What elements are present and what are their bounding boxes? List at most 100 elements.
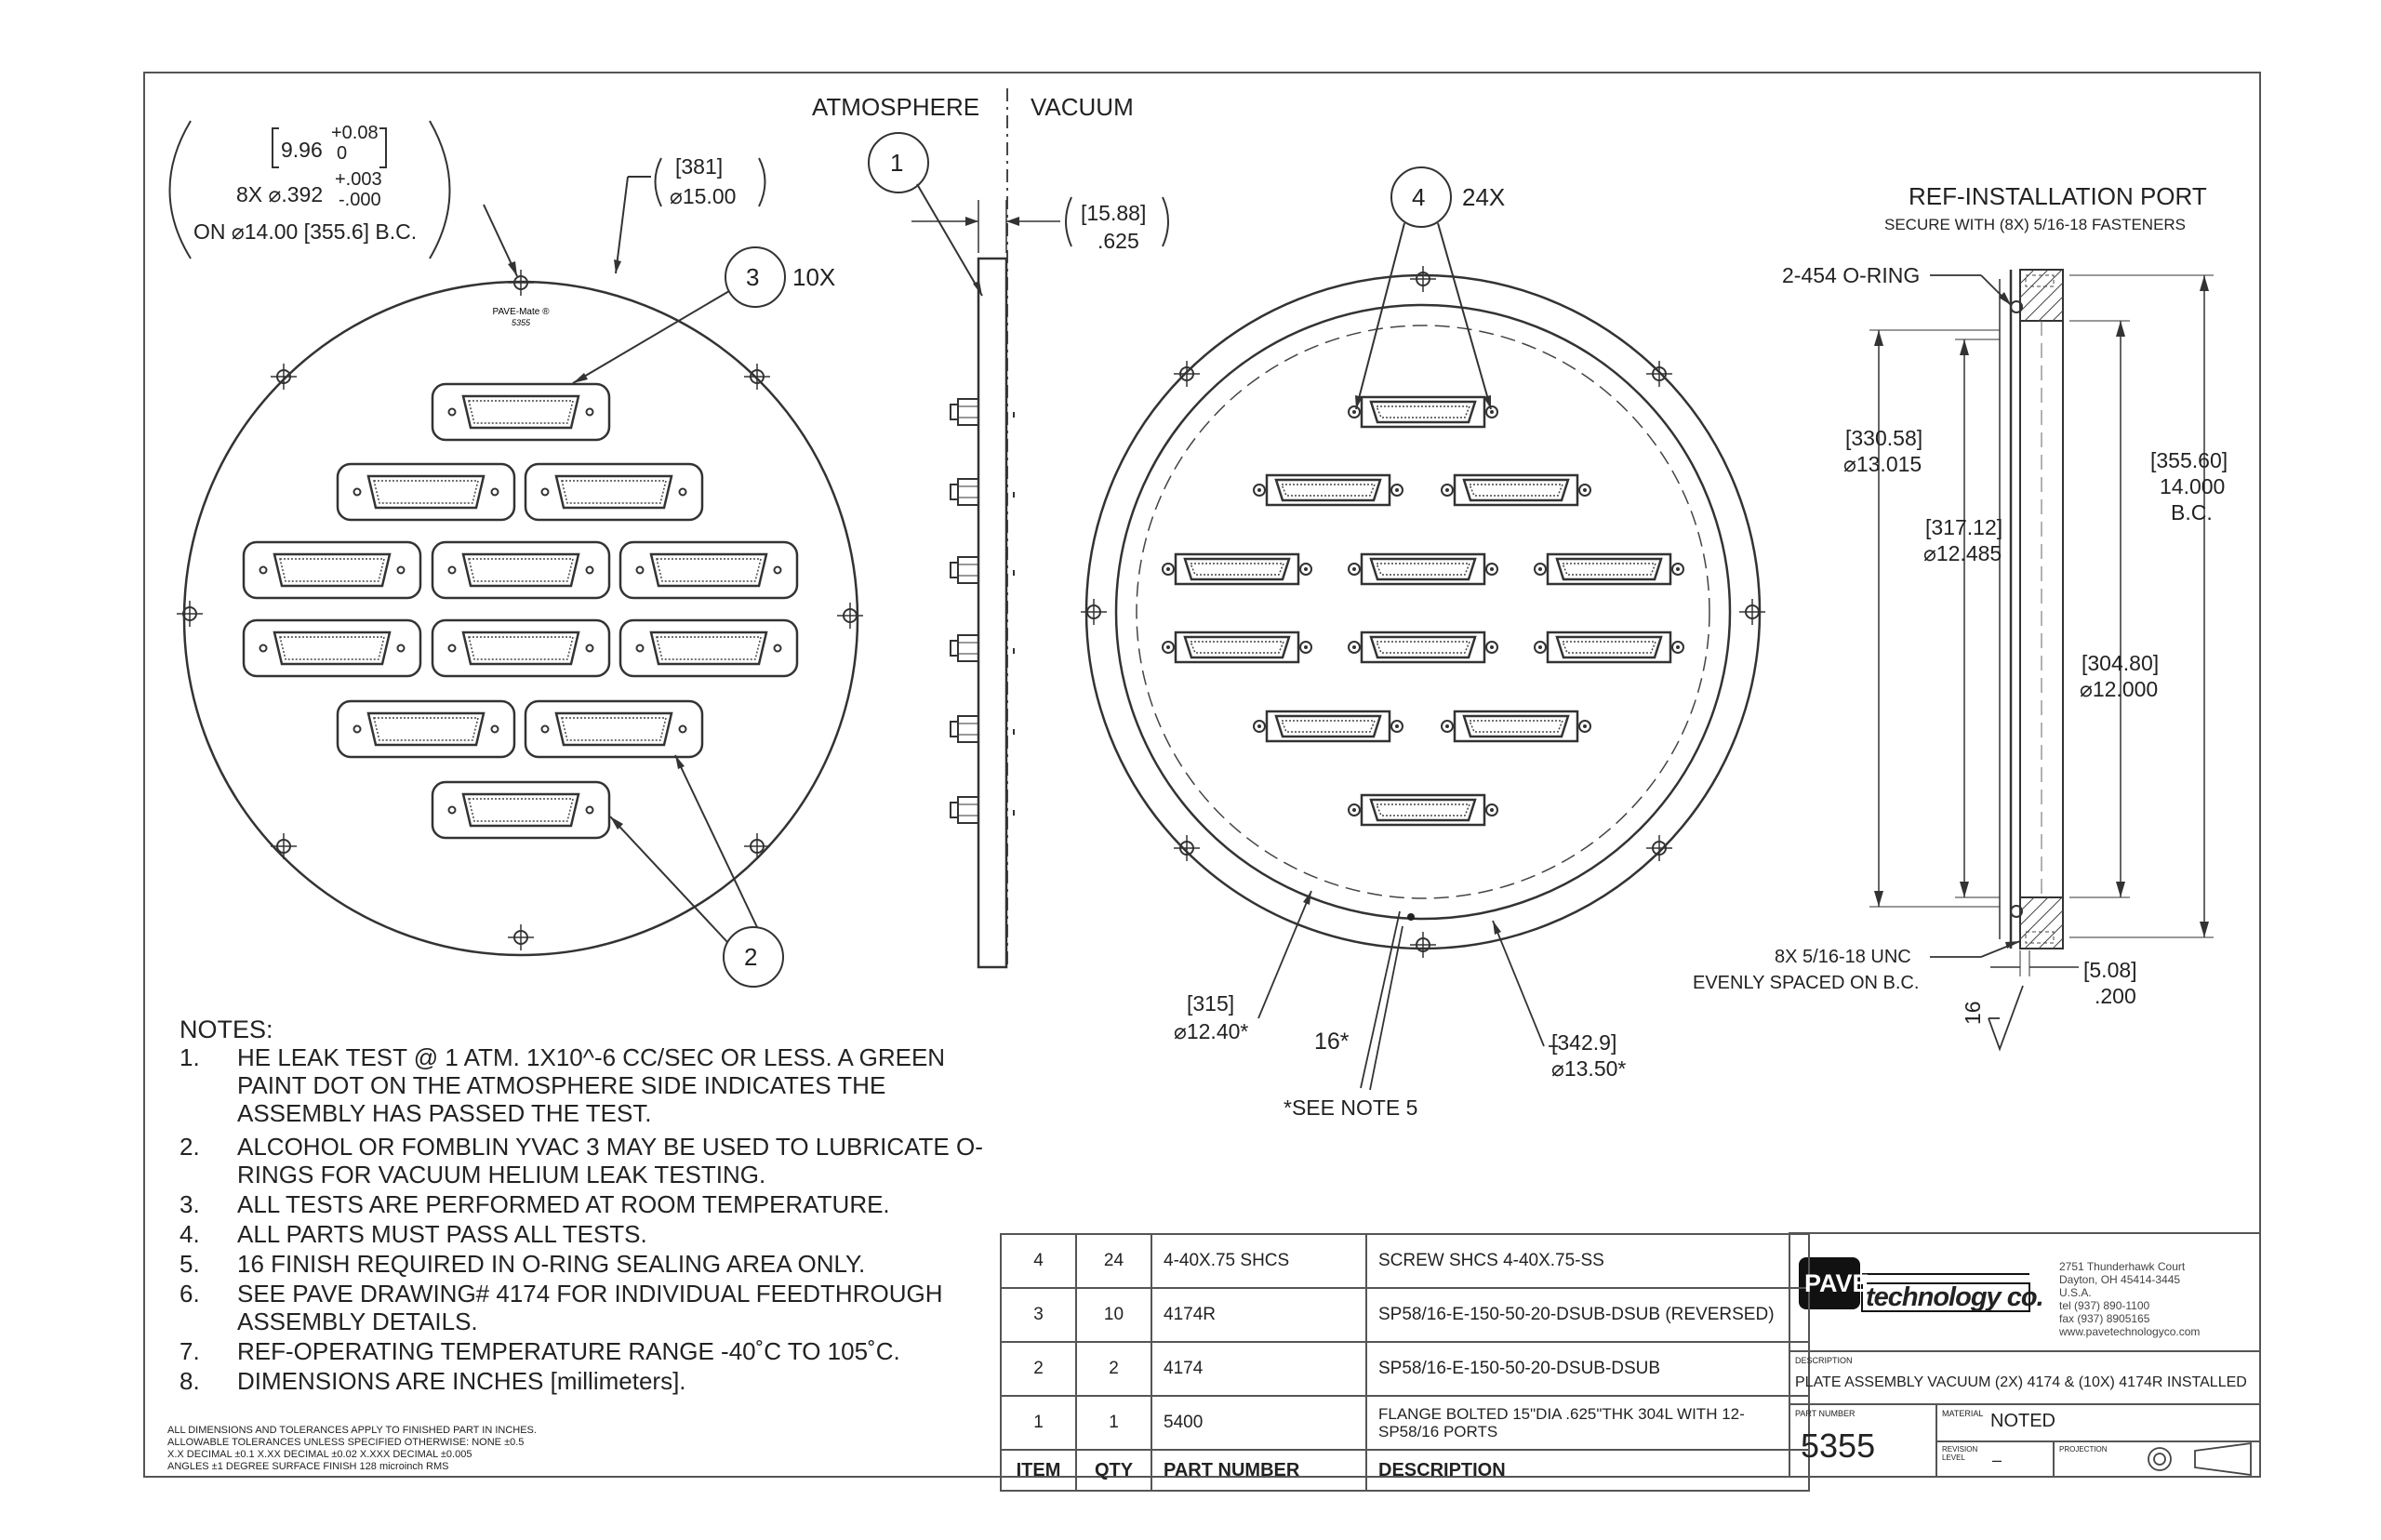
note-number: 2. (180, 1133, 200, 1161)
balloon-3-label: 3 (746, 263, 760, 291)
dim-315-in: ⌀12.40* (1174, 1019, 1249, 1043)
note-text: ALL PARTS MUST PASS ALL TESTS. (237, 1220, 647, 1248)
bom-item: 3 (1000, 1287, 1077, 1343)
balloon-3-qty: 10X (792, 263, 836, 291)
dim-342-mm: [342.9] (1551, 1030, 1617, 1055)
company-logo-pave: PAVE (1804, 1269, 1869, 1297)
notes-header: NOTES: (180, 1016, 273, 1043)
dim-gap-mm: [5.08] (2083, 958, 2137, 982)
dim-342-in: ⌀13.50* (1551, 1056, 1627, 1081)
note-text: 16 FINISH REQUIRED IN O-RING SEALING ARE… (237, 1250, 866, 1278)
thread-note: EVENLY SPACED ON B.C. (1693, 973, 1920, 993)
bom-header-qty: QTY (1075, 1449, 1152, 1492)
installation-port-section (1869, 269, 2214, 1052)
surface-finish-value: 16 (1961, 1001, 1985, 1025)
dim-slot-nominal: 9.96 (281, 138, 323, 162)
bom-item: 1 (1000, 1395, 1077, 1451)
note-text: SEE PAVE DRAWING# 4174 FOR INDIVIDUAL FE… (237, 1280, 943, 1335)
address-line: www.pavetechnologyco.com (2059, 1325, 2201, 1338)
bom-qty: 2 (1075, 1341, 1152, 1397)
dim-bolt-circle: ON ⌀14.00 [355.6] B.C. (193, 219, 418, 244)
bom-part: 4174 (1151, 1341, 1367, 1397)
feedthrough-connectors-atm (242, 382, 799, 840)
note-text: HE LEAK TEST @ 1 ATM. 1X10^-6 CC/SEC OR … (237, 1043, 946, 1127)
tolerance-line: ALL DIMENSIONS AND TOLERANCES APPLY TO F… (167, 1425, 537, 1436)
note-number: 7. (180, 1337, 200, 1365)
section-label-atmosphere: ATMOSPHERE (812, 93, 980, 121)
plate-mark-brand: PAVE-Mate ® (493, 307, 551, 317)
note-item: 1. HE LEAK TEST @ 1 ATM. 1X10^-6 CC/SEC O… (180, 1043, 1017, 1127)
dim-angle: 16* (1314, 1029, 1350, 1055)
dim-diameter-in: ⌀15.00 (670, 184, 737, 208)
note-text: DIMENSIONS ARE INCHES [millimeters]. (237, 1367, 686, 1395)
dim-bc-suffix: B.C. (2171, 500, 2213, 524)
part-number: 5355 (1801, 1427, 1876, 1465)
bom-item: 2 (1000, 1341, 1077, 1397)
dim-thickness-in: .625 (1097, 229, 1139, 253)
bom-part: 5400 (1151, 1395, 1367, 1451)
table-row: 1 1 5400 FLANGE BOLTED 15"DIA .625"THK 3… (1000, 1395, 1810, 1451)
dim-gap-in: .200 (2095, 984, 2136, 1008)
material-value: NOTED (1990, 1411, 2055, 1431)
note-number: 6. (180, 1280, 200, 1308)
see-note-5: *SEE NOTE 5 (1284, 1095, 1418, 1120)
bom-part: 4174R (1151, 1287, 1367, 1343)
company-address: 2751 Thunderhawk Court Dayton, OH 45414-… (2059, 1260, 2200, 1338)
note-number: 5. (180, 1250, 200, 1278)
note-item: 8.DIMENSIONS ARE INCHES [millimeters]. (180, 1367, 1017, 1395)
description-label: DESCRIPTION (1795, 1356, 1853, 1365)
note-number: 3. (180, 1190, 200, 1218)
dim-12000-in: ⌀12.000 (2080, 677, 2159, 701)
plate-mark-part: 5355 (512, 318, 531, 327)
balloon-4-label: 4 (1412, 183, 1426, 211)
dim-diameter-mm: [381] (675, 154, 724, 179)
company-logo-technology: technology co. (1866, 1282, 2044, 1312)
bom-header-part: PART NUMBER (1151, 1449, 1367, 1492)
dim-12485-mm: [317.12] (1925, 515, 2003, 539)
note-text: REF-OPERATING TEMPERATURE RANGE -40˚C TO… (237, 1337, 900, 1365)
address-line: Dayton, OH 45414-3445 (2059, 1273, 2181, 1286)
notes-block: NOTES: 1. HE LEAK TEST @ 1 ATM. 1X10^-6 C… (180, 1016, 1017, 1395)
note-item: 5. 16 FINISH REQUIRED IN O-RING SEALING A… (180, 1250, 1017, 1278)
bom-qty: 24 (1075, 1233, 1152, 1289)
note-item: 2. ALCOHOL OR FOMBLIN YVAC 3 MAY BE USED … (180, 1133, 1017, 1188)
bom-desc: SP58/16-E-150-50-20-DSUB-DSUB (REVERSED) (1365, 1287, 1810, 1343)
note-item: 4. ALL PARTS MUST PASS ALL TESTS. (180, 1220, 1017, 1248)
install-port-title: REF-INSTALLATION PORT (1909, 182, 2207, 210)
dim-315-mm: [315] (1187, 991, 1235, 1016)
address-line: U.S.A. (2059, 1286, 2092, 1299)
bom-part: 4-40X.75 SHCS (1151, 1233, 1367, 1289)
address-line: fax (937) 8905165 (2059, 1312, 2150, 1325)
side-section-view (868, 88, 1169, 969)
tolerance-line: ANGLES ±1 DEGREE SURFACE FINISH 128 micr… (167, 1461, 449, 1472)
note-number: 4. (180, 1220, 200, 1248)
dim-hole-tol-bottom: -.000 (339, 190, 381, 210)
note-item: 6. SEE PAVE DRAWING# 4174 FOR INDIVIDUAL … (180, 1280, 1017, 1335)
bill-of-materials: 4 24 4-40X.75 SHCS SCREW SHCS 4-40X.75-S… (1000, 1233, 1810, 1492)
oring-label: 2-454 O-RING (1782, 263, 1921, 287)
dim-slot-tol-top: +0.08 (331, 123, 379, 143)
thread-callout: 8X 5/16-18 UNC (1775, 947, 1911, 967)
feedthrough-connectors-vac (1161, 395, 1685, 827)
address-line: tel (937) 890-1100 (2059, 1299, 2150, 1312)
table-row: 4 24 4-40X.75 SHCS SCREW SHCS 4-40X.75-S… (1000, 1233, 1810, 1289)
material-label: MATERIAL (1942, 1409, 1984, 1418)
dim-hole-tol-top: +.003 (335, 169, 382, 190)
note-item: 3.ALL TESTS ARE PERFORMED AT ROOM TEMPER… (180, 1190, 1017, 1218)
tolerance-block: ALL DIMENSIONS AND TOLERANCES APPLY TO F… (167, 1425, 688, 1473)
bom-qty: 10 (1075, 1287, 1152, 1343)
dim-bc-mm: [355.60] (2150, 448, 2228, 472)
note-number: 1. (180, 1043, 200, 1071)
note-text: ALCOHOL OR FOMBLIN YVAC 3 MAY BE USED TO… (237, 1133, 983, 1188)
dim-thickness-mm: [15.88] (1081, 201, 1147, 225)
tolerance-line: ALLOWABLE TOLERANCES UNLESS SPECIFIED OT… (167, 1437, 525, 1448)
dim-13015-mm: [330.58] (1845, 426, 1923, 450)
balloon-2-label: 2 (744, 943, 758, 971)
bom-header-item: ITEM (1000, 1449, 1077, 1492)
table-row: 3 10 4174R SP58/16-E-150-50-20-DSUB-DSUB… (1000, 1287, 1810, 1343)
dim-slot-tol-bottom: 0 (337, 143, 348, 164)
bom-item: 4 (1000, 1233, 1077, 1289)
table-row: 2 2 4174 SP58/16-E-150-50-20-DSUB-DSUB (1000, 1341, 1810, 1397)
part-number-label: PART NUMBER (1795, 1409, 1856, 1418)
